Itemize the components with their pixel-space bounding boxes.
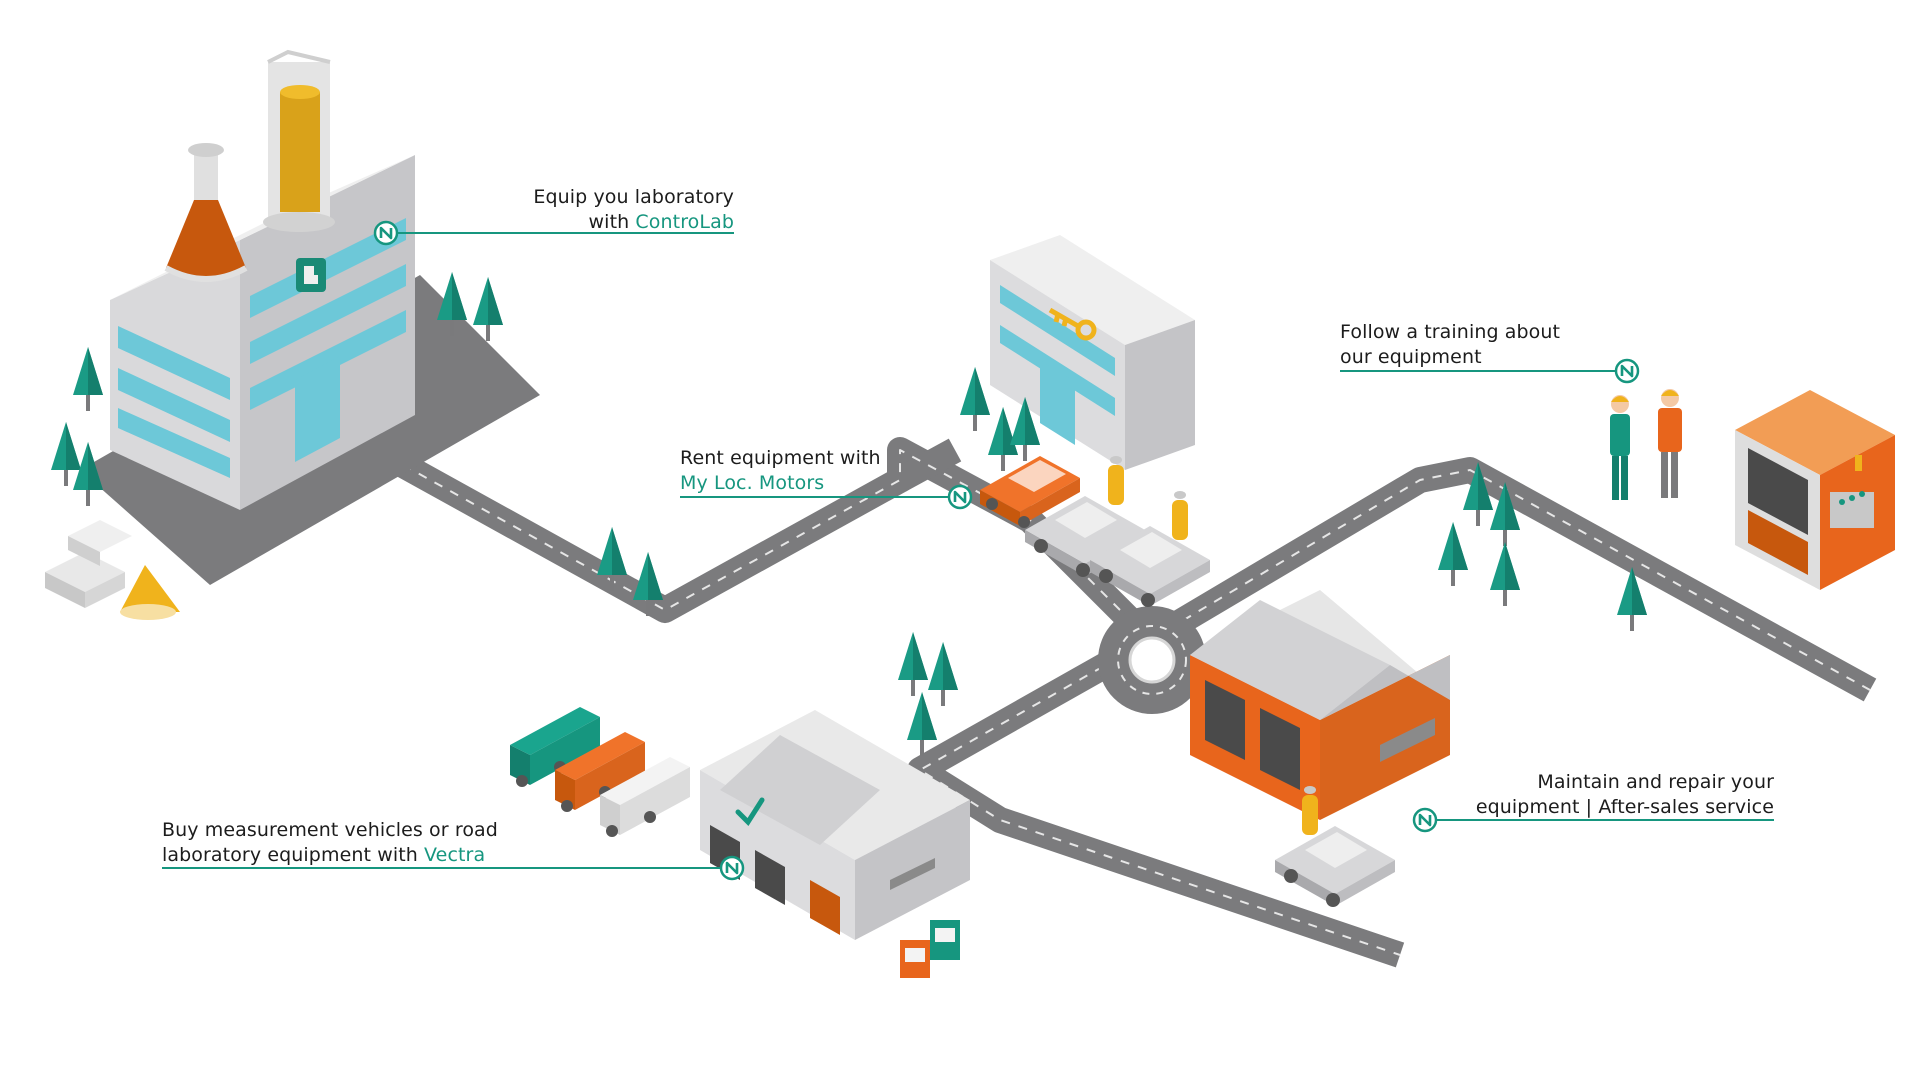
callout-line: Rent equipment with <box>680 447 881 469</box>
service-car <box>1275 786 1395 907</box>
controlab-factory <box>45 49 540 620</box>
training-machine <box>1735 390 1895 590</box>
callout-line: laboratory equipment with Vectra <box>162 843 602 868</box>
callout-vectra[interactable]: Buy measurement vehicles or road laborat… <box>162 818 602 868</box>
rental-cars <box>980 456 1210 607</box>
n-logo-marker-icon[interactable] <box>719 855 745 881</box>
sand-pile <box>120 565 180 620</box>
callout-service[interactable]: Maintain and repair your equipment | Aft… <box>1420 770 1774 820</box>
checkmark-icon <box>735 797 765 826</box>
controlab-logo-icon <box>296 258 326 292</box>
brand-link-myloc[interactable]: My Loc. Motors <box>680 472 825 494</box>
people <box>1610 389 1682 500</box>
beaker <box>263 49 335 232</box>
callout-line: our equipment <box>1340 346 1482 368</box>
service-garage <box>1190 590 1450 820</box>
concrete-blocks <box>45 520 132 608</box>
flask <box>164 143 248 282</box>
vectra-building <box>700 710 970 940</box>
callout-line: Follow a training about <box>1340 321 1561 343</box>
callout-controlab[interactable]: Equip you laboratory with ControLab <box>480 185 734 235</box>
key-icon <box>1048 307 1097 341</box>
callout-myloc[interactable]: Rent equipment with My Loc. Motors <box>680 446 980 496</box>
n-logo-marker-icon[interactable] <box>373 220 399 246</box>
callout-leaders <box>162 232 1774 869</box>
brand-link-controlab[interactable]: ControLab <box>635 211 734 233</box>
callout-line: Maintain and repair your <box>1537 771 1774 793</box>
myloc-building <box>990 235 1195 470</box>
vectra-trucks <box>510 707 690 837</box>
callout-text: with <box>588 211 636 233</box>
lab-equipment-units <box>900 920 960 978</box>
callout-line: with ControLab <box>480 210 734 235</box>
callout-line: Buy measurement vehicles or road <box>162 819 498 841</box>
callout-text: laboratory equipment with <box>162 844 425 866</box>
callout-line: equipment | After-sales service <box>1475 796 1774 818</box>
callout-training[interactable]: Follow a training about our equipment <box>1340 320 1640 370</box>
brand-link-vectra[interactable]: Vectra <box>424 844 486 866</box>
callout-line: Equip you laboratory <box>533 186 734 208</box>
